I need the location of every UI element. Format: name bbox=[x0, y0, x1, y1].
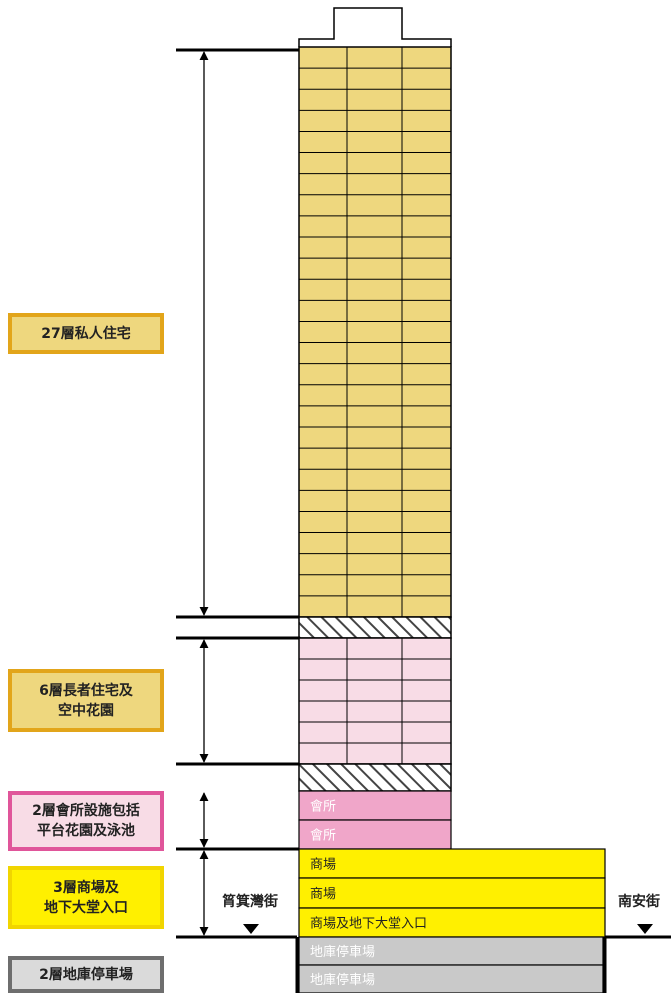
retail-floor bbox=[298, 907, 606, 938]
transfer-plate-lower bbox=[298, 763, 452, 792]
street-level-marker-right bbox=[637, 924, 653, 934]
retail-floor-label: 商場 bbox=[310, 858, 336, 873]
callout-residential: 27層私人住宅 bbox=[8, 313, 164, 354]
retail-floor bbox=[298, 877, 606, 909]
transfer-plate-upper bbox=[298, 616, 452, 639]
callout-clubhouse: 2層會所設施包括 平台花園及泳池 bbox=[8, 791, 164, 851]
parking-floor bbox=[298, 964, 604, 993]
retail-floor bbox=[298, 848, 606, 879]
clubhouse-floor bbox=[298, 819, 452, 850]
retail-floor-label: 商場 bbox=[310, 887, 336, 902]
parking-floor bbox=[298, 936, 604, 966]
clubhouse-floor-label: 會所 bbox=[310, 800, 336, 815]
street-label-left: 筲箕灣街 bbox=[222, 894, 278, 910]
roof-structure bbox=[298, 7, 452, 47]
residential-block bbox=[298, 46, 452, 618]
street-level-marker-left bbox=[243, 924, 259, 934]
parking-floor-label: 地庫停車場 bbox=[310, 972, 375, 988]
callout-elderly: 6層長者住宅及 空中花園 bbox=[8, 669, 164, 732]
callout-retail: 3層商場及 地下大堂入口 bbox=[8, 866, 164, 929]
clubhouse-floor bbox=[298, 790, 452, 821]
clubhouse-floor-label: 會所 bbox=[310, 829, 336, 844]
retail-floor-label: 商場及地下大堂入口 bbox=[310, 917, 427, 932]
parking-floor-label: 地庫停車場 bbox=[310, 944, 375, 960]
street-label-right: 南安街 bbox=[618, 894, 660, 910]
callout-parking: 2層地庫停車場 bbox=[8, 956, 164, 993]
